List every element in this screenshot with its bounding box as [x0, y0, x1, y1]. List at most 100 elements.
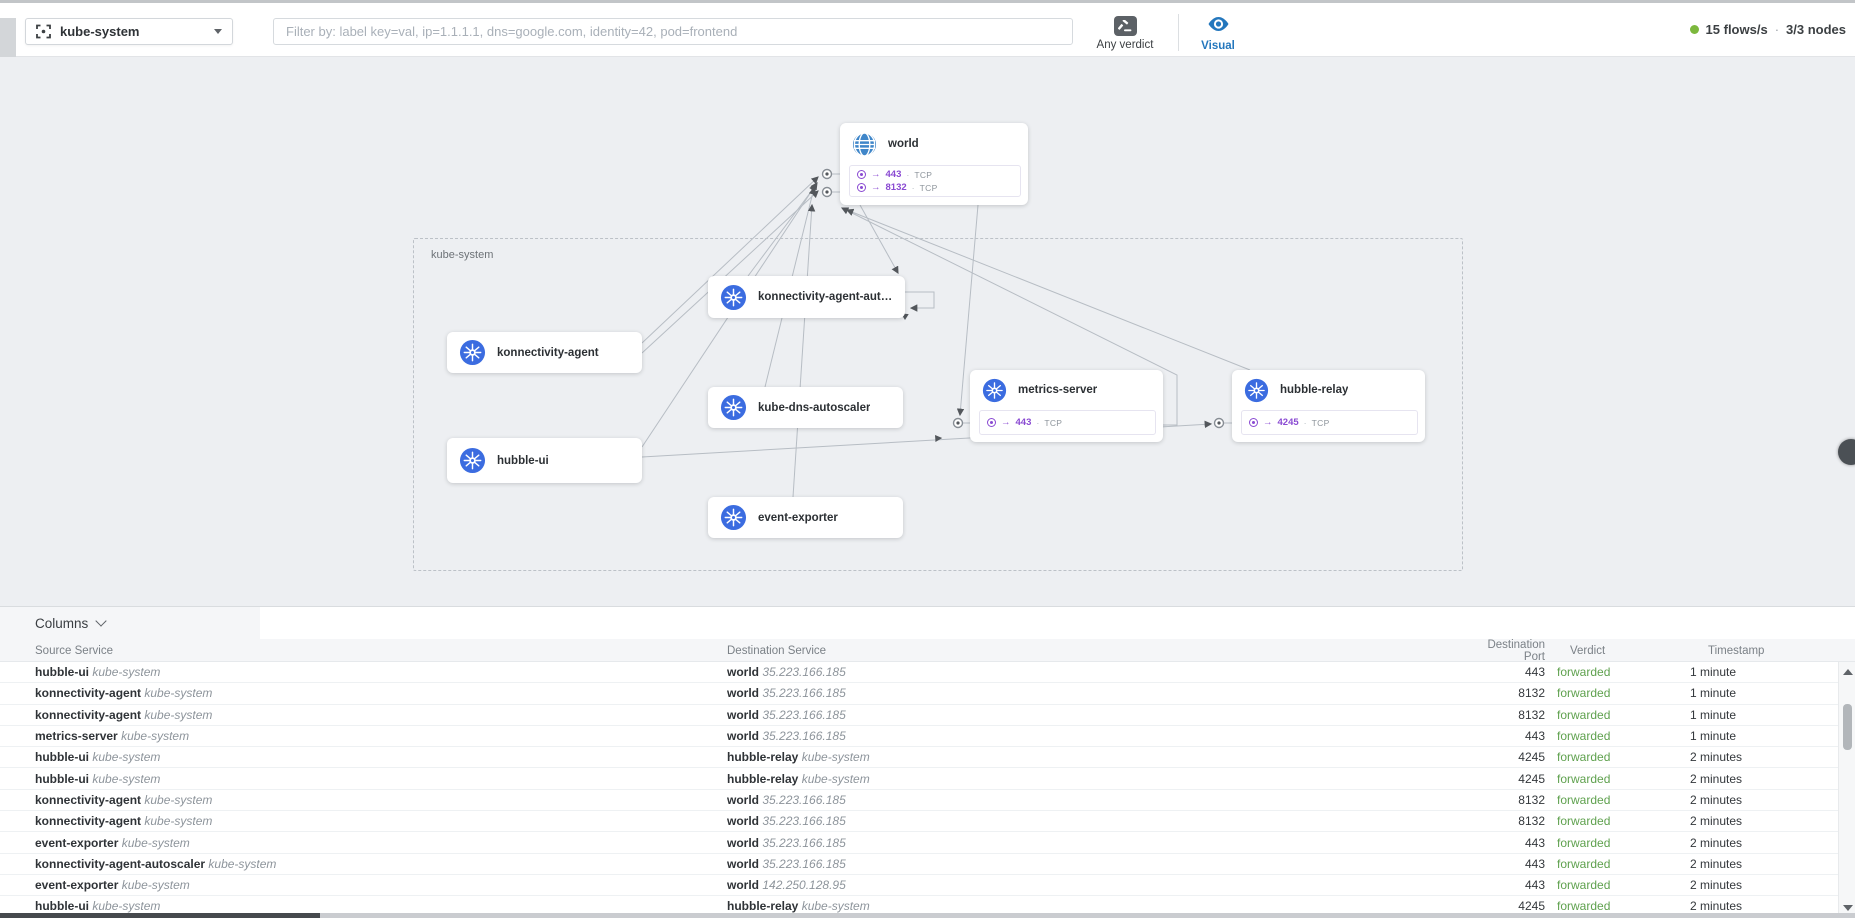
- kubernetes-icon: [720, 504, 747, 531]
- namespace-select[interactable]: kube-system: [25, 18, 233, 45]
- table-row[interactable]: event-exporter kube-system world 35.223.…: [0, 832, 1838, 854]
- filter-input[interactable]: [273, 18, 1073, 45]
- node-card-kube-dns-autoscaler[interactable]: kube-dns-autoscaler: [708, 387, 903, 428]
- kubernetes-icon: [720, 284, 747, 310]
- namespace-boundary-label: kube-system: [431, 249, 494, 261]
- node-card-hubble-ui[interactable]: hubble-ui: [447, 438, 642, 483]
- destination-detail: 35.223.166.185: [762, 665, 846, 680]
- verdict-value: forwarded: [1557, 814, 1611, 829]
- verdict-value: forwarded: [1557, 665, 1611, 680]
- eye-icon: [1207, 16, 1230, 37]
- node-card-konnectivity-agent-autoscaler[interactable]: konnectivity-agent-autosc...: [708, 276, 905, 318]
- lock-icon: [857, 170, 866, 179]
- destination-port-value: 4245: [1518, 771, 1545, 786]
- timestamp-value: 1 minute: [1690, 665, 1737, 680]
- node-card-metrics-server[interactable]: metrics-server → 443 · TCP: [970, 370, 1163, 442]
- node-ports: → 443 · TCP → 8132 · TCP: [849, 165, 1021, 197]
- source-namespace: kube-system: [92, 665, 161, 680]
- arrow-right-icon: →: [871, 182, 881, 193]
- nodes-count: 3/3 nodes: [1786, 22, 1846, 37]
- table-row[interactable]: konnectivity-agent kube-system world 35.…: [0, 811, 1838, 833]
- destination-detail: 35.223.166.185: [762, 707, 846, 722]
- namespace-icon: [36, 24, 51, 39]
- destination-detail: 35.223.166.185: [762, 792, 846, 807]
- arrow-right-icon: →: [1263, 417, 1273, 428]
- timestamp-value: 1 minute: [1690, 707, 1737, 722]
- arrow-right-icon: →: [1001, 417, 1011, 428]
- destination-port-value: 8132: [1518, 792, 1545, 807]
- timestamp-value: 2 minutes: [1690, 750, 1743, 765]
- scrollbar-thumb[interactable]: [1843, 704, 1852, 750]
- source-namespace: kube-system: [144, 792, 213, 807]
- destination-service-name: world: [727, 878, 759, 893]
- destination-port-value: 8132: [1518, 707, 1545, 722]
- destination-port-value: 8132: [1518, 814, 1545, 829]
- destination-service-name: world: [727, 792, 759, 807]
- header-destination-service: Destination Service: [727, 645, 827, 657]
- table-row[interactable]: konnectivity-agent kube-system world 35.…: [0, 789, 1838, 812]
- table-row[interactable]: hubble-ui kube-system world 35.223.166.1…: [0, 662, 1838, 684]
- scrollbar-down-icon[interactable]: [1839, 900, 1855, 916]
- kubernetes-icon: [459, 447, 486, 474]
- globe-icon: [852, 131, 877, 157]
- timestamp-value: 2 minutes: [1690, 792, 1743, 807]
- table-row[interactable]: konnectivity-agent-autoscaler kube-syste…: [0, 853, 1838, 875]
- node-label: metrics-server: [1018, 384, 1098, 396]
- node-label: konnectivity-agent-autosc...: [758, 291, 893, 303]
- source-service-name: event-exporter: [35, 878, 119, 893]
- any-verdict-button[interactable]: Any verdict: [1093, 16, 1157, 51]
- port-row[interactable]: → 4245 · TCP: [1249, 417, 1410, 429]
- map-edge-handle[interactable]: [1838, 439, 1855, 465]
- window-top-edge: [0, 0, 1855, 8]
- kubernetes-icon: [720, 394, 747, 421]
- kubernetes-icon: [982, 378, 1007, 402]
- visual-button[interactable]: Visual: [1194, 16, 1242, 52]
- destination-detail: 35.223.166.185: [762, 814, 846, 829]
- destination-service-name: hubble-relay: [727, 750, 799, 765]
- destination-detail: 35.223.166.185: [762, 729, 846, 744]
- table-scrollbar[interactable]: [1838, 662, 1855, 918]
- flows-panel: Columns Source Service Destination Servi…: [0, 606, 1855, 918]
- scrollbar-up-icon[interactable]: [1839, 664, 1855, 680]
- timestamp-value: 2 minutes: [1690, 856, 1743, 871]
- timestamp-value: 2 minutes: [1690, 878, 1743, 893]
- destination-detail: 142.250.128.95: [762, 878, 846, 893]
- status-indicator: 15 flows/s · 3/3 nodes: [1689, 22, 1846, 37]
- table-row[interactable]: metrics-server kube-system world 35.223.…: [0, 725, 1838, 748]
- source-namespace: kube-system: [92, 750, 161, 765]
- destination-service-name: world: [727, 665, 759, 680]
- table-row[interactable]: konnectivity-agent kube-system world 35.…: [0, 704, 1838, 726]
- timestamp-value: 1 minute: [1690, 729, 1737, 744]
- destination-service-name: hubble-relay: [727, 771, 799, 786]
- node-card-world[interactable]: world → 443 · TCP → 8132 · TCP: [840, 123, 1028, 205]
- node-card-event-exporter[interactable]: event-exporter: [708, 497, 903, 538]
- node-card-hubble-relay[interactable]: hubble-relay → 4245 · TCP: [1232, 370, 1425, 442]
- verdict-value: forwarded: [1557, 707, 1611, 722]
- table-row[interactable]: hubble-ui kube-system hubble-relay kube-…: [0, 747, 1838, 769]
- table-row[interactable]: konnectivity-agent kube-system world 35.…: [0, 683, 1838, 705]
- source-service-name: konnectivity-agent: [35, 707, 142, 722]
- node-card-konnectivity-agent[interactable]: konnectivity-agent: [447, 332, 642, 373]
- table-row[interactable]: event-exporter kube-system world 142.250…: [0, 874, 1838, 897]
- columns-button[interactable]: Columns: [0, 607, 260, 639]
- header-verdict: Verdict: [1570, 645, 1606, 657]
- verdict-value: forwarded: [1557, 750, 1611, 765]
- window-left-edge: [0, 18, 16, 57]
- port-row[interactable]: → 443 · TCP: [857, 169, 1013, 180]
- destination-port-value: 443: [1524, 878, 1545, 893]
- source-service-name: hubble-ui: [35, 899, 89, 914]
- port-row[interactable]: → 443 · TCP: [987, 417, 1148, 429]
- source-namespace: kube-system: [92, 771, 161, 786]
- source-service-name: hubble-ui: [35, 750, 89, 765]
- toolbar-separator: [1178, 14, 1179, 51]
- destination-detail: 35.223.166.185: [762, 835, 846, 850]
- node-label: world: [888, 138, 919, 150]
- source-service-name: konnectivity-agent-autoscaler: [35, 856, 206, 871]
- table-row[interactable]: hubble-ui kube-system hubble-relay kube-…: [0, 768, 1838, 790]
- destination-detail: kube-system: [801, 899, 870, 914]
- port-row[interactable]: → 8132 · TCP: [857, 182, 1013, 193]
- connector-dot: [821, 168, 1225, 429]
- flows-table-header: Source Service Destination Service Desti…: [0, 639, 1855, 663]
- source-namespace: kube-system: [121, 729, 190, 744]
- destination-port-value: 4245: [1518, 899, 1545, 914]
